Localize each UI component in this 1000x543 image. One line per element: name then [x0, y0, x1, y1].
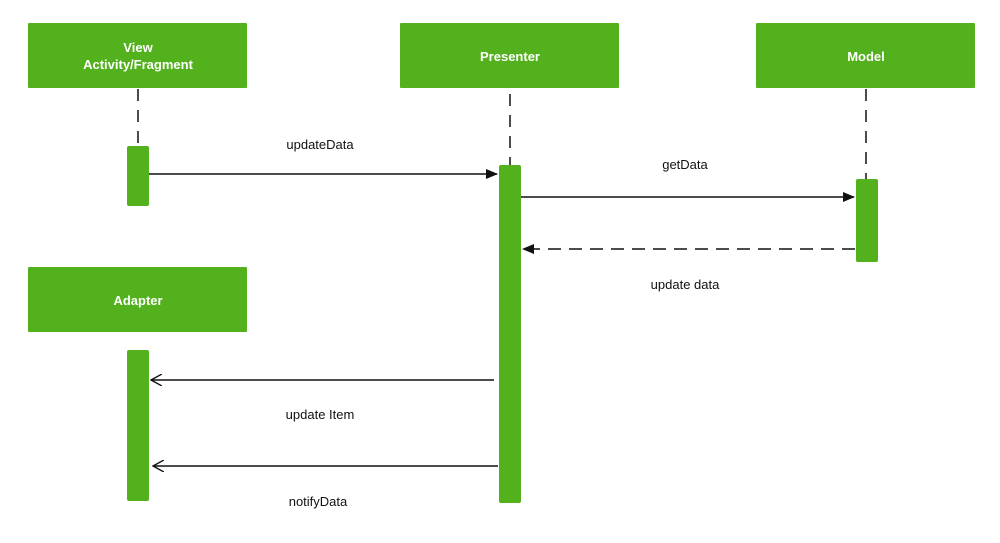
participant-box: [28, 23, 247, 88]
message-update-item: update Item: [151, 380, 494, 422]
participant-presenter: Presenter: [400, 23, 619, 88]
activation-bar-adapter: [127, 350, 149, 501]
participant-box: [756, 23, 975, 88]
message-update-data: updateData: [149, 137, 498, 179]
message-label: update Item: [286, 407, 355, 422]
participant-view: View Activity/Fragment: [28, 23, 247, 88]
participant-label: Presenter: [480, 49, 540, 64]
participant-label: View: [123, 40, 153, 55]
message-label: getData: [662, 157, 708, 172]
message-label: notifyData: [289, 494, 348, 509]
message-label: update data: [651, 277, 720, 292]
message-get-data: getData: [521, 157, 855, 202]
activation-bar-view: [127, 146, 149, 206]
participant-adapter: Adapter: [28, 267, 247, 332]
participant-box: [28, 267, 247, 332]
participant-label: Adapter: [113, 293, 162, 308]
participant-model: Model: [756, 23, 975, 88]
message-notify-data: notifyData: [153, 466, 498, 509]
participant-label: Activity/Fragment: [83, 57, 193, 72]
activation-bar-model: [856, 179, 878, 262]
activation-bar-presenter: [499, 165, 521, 503]
message-update-data-return: update data: [522, 244, 855, 292]
message-label: updateData: [286, 137, 354, 152]
participant-label: Model: [847, 49, 885, 64]
participant-box: [400, 23, 619, 88]
